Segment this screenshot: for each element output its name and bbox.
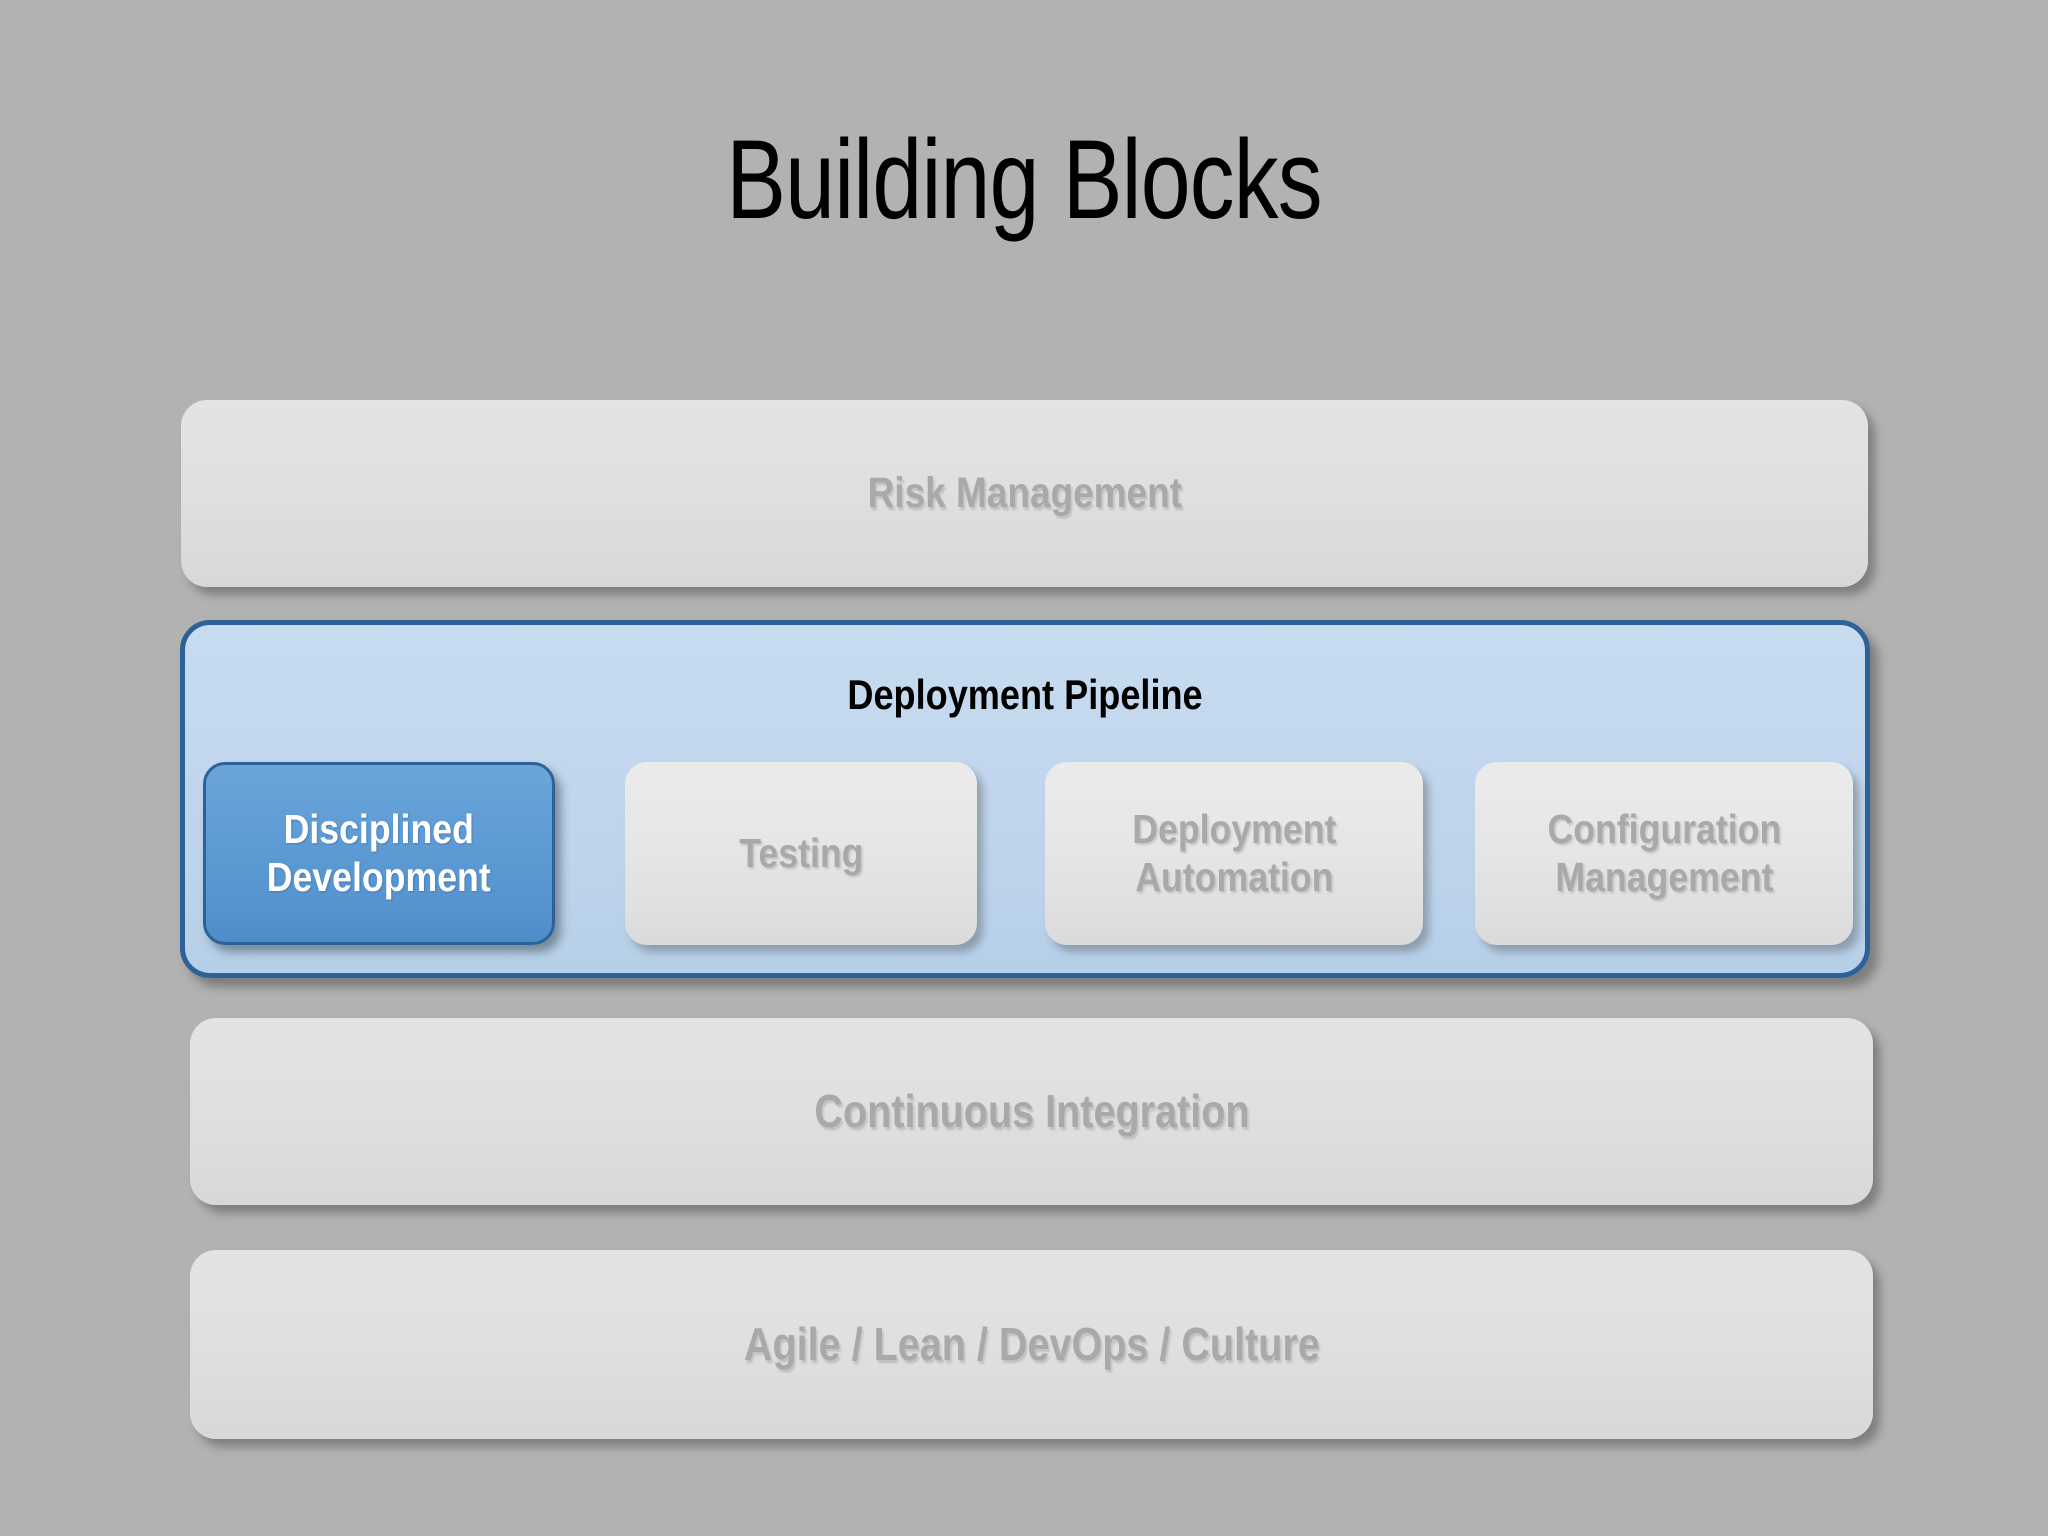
pipeline-box-configuration-management[interactable]: Configuration Management	[1475, 762, 1853, 945]
pipeline-box-deployment-automation-label: Deployment Automation	[1131, 805, 1337, 900]
layer-deployment-pipeline[interactable]: Deployment Pipeline Disciplined Developm…	[180, 620, 1870, 978]
layer-risk-management[interactable]: Risk Management	[181, 400, 1868, 587]
layer-continuous-integration[interactable]: Continuous Integration	[190, 1018, 1873, 1205]
layer-culture-label: Agile / Lean / DevOps / Culture	[743, 1317, 1320, 1370]
pipeline-box-configuration-management-label: Configuration Management	[1547, 805, 1781, 900]
layer-culture[interactable]: Agile / Lean / DevOps / Culture	[190, 1250, 1873, 1439]
layer-deployment-pipeline-label: Deployment Pipeline	[847, 671, 1203, 718]
page-title: Building Blocks	[726, 117, 1322, 242]
pipeline-box-testing[interactable]: Testing	[625, 762, 977, 945]
pipeline-box-testing-label: Testing	[738, 829, 864, 876]
pipeline-box-disciplined-development[interactable]: Disciplined Development	[203, 762, 555, 945]
pipeline-box-disciplined-development-label: Disciplined Development	[267, 805, 491, 900]
pipeline-box-group: Disciplined Development Testing Deployme…	[185, 762, 1865, 952]
pipeline-box-deployment-automation[interactable]: Deployment Automation	[1045, 762, 1423, 945]
layer-risk-management-label: Risk Management	[867, 469, 1182, 518]
layer-continuous-integration-label: Continuous Integration	[813, 1084, 1250, 1137]
